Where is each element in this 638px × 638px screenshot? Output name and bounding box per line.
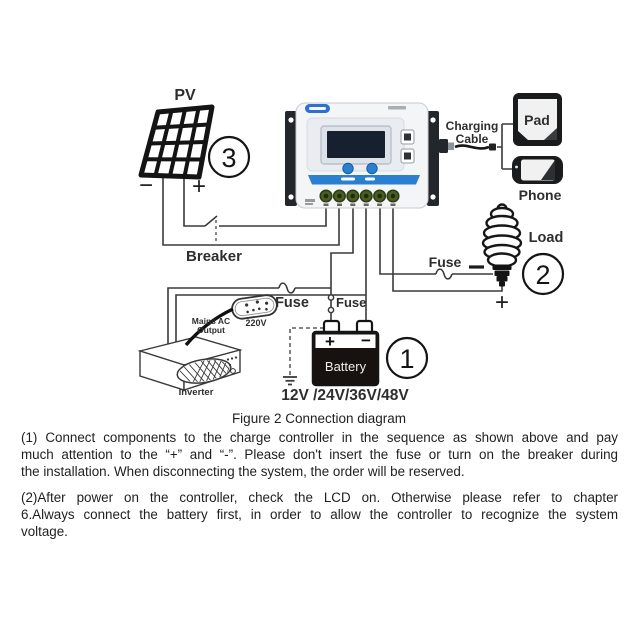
fuse-inverter-label: Fuse xyxy=(275,295,309,311)
inverter-icon xyxy=(137,336,243,391)
mains-ac-label-2: Output xyxy=(197,325,225,335)
fuse-icon-inverter xyxy=(278,282,296,294)
model-text xyxy=(388,106,406,110)
charge-controller-icon xyxy=(285,102,454,209)
paragraph-2-line: 6.Always connect the battery first, in o… xyxy=(21,507,618,523)
figure-caption: Figure 2 Connection diagram xyxy=(231,411,407,426)
step-circles xyxy=(207,135,565,380)
cfl-bulb-icon xyxy=(481,203,523,287)
wire-inverter-2 xyxy=(175,294,366,343)
charging-cable-label-1: Charging xyxy=(446,119,499,133)
ground-icon xyxy=(283,376,297,386)
step-number-load: 2 xyxy=(535,260,550,290)
solar-panel-icon xyxy=(138,104,215,180)
lcd-screen xyxy=(327,131,385,158)
wire-load-positive xyxy=(392,208,503,292)
terminal-block xyxy=(305,189,400,206)
load-plus-sign: + xyxy=(495,289,509,316)
paragraph-1-line: (1) Connect components to the charge con… xyxy=(21,430,618,445)
paragraph-2-line: voltage. xyxy=(21,524,68,540)
pv-plus-sign: + xyxy=(192,173,206,200)
fuse-battery-label: Fuse xyxy=(336,295,366,310)
breaker-label: Breaker xyxy=(186,248,242,265)
step-number-pv: 3 xyxy=(221,143,236,173)
mains-voltage-label: 220V xyxy=(245,318,266,328)
paragraph-1-line: the installation. When disconnecting the… xyxy=(21,464,465,480)
blue-band xyxy=(308,175,420,185)
ac-socket-icon xyxy=(231,294,278,320)
pad-label: Pad xyxy=(524,112,550,128)
battery-icon xyxy=(311,319,380,387)
phone-label: Phone xyxy=(519,187,562,203)
paragraph-1: (1) Connect components to the charge con… xyxy=(21,429,618,481)
wire-pv-negative xyxy=(162,177,340,246)
fuse-symbols xyxy=(278,268,453,314)
wire-pv-positive xyxy=(183,177,205,227)
connection-diagram: PV − + 3 Breaker Charging Cable Pad Phon… xyxy=(137,87,565,404)
inverter-label: Inverter xyxy=(179,387,214,398)
charging-cable-label-2: Cable xyxy=(456,132,489,146)
wire-breaker-to-controller xyxy=(219,208,327,227)
mount-bracket-left xyxy=(285,111,297,206)
fuse-icon-load xyxy=(435,268,453,280)
pv-label: PV xyxy=(174,87,196,104)
breaker-blade xyxy=(204,215,218,227)
battery-voltages-label: 12V /24V/36V/48V xyxy=(281,387,409,404)
usb-ports xyxy=(400,129,415,164)
wire-inverter-1 xyxy=(167,287,331,345)
battery-minus-sign: − xyxy=(361,331,371,350)
step-circle-load xyxy=(521,252,565,296)
fuse-icon-battery xyxy=(327,294,335,314)
ac-cable xyxy=(184,307,234,347)
usb-plug-icon xyxy=(439,139,448,153)
load-label: Load xyxy=(529,230,564,246)
mains-ac-label-1: Mains AC xyxy=(192,316,230,326)
paragraph-1-line: much attention to the “+” and “-”. Pleas… xyxy=(21,447,618,463)
controller-button-right xyxy=(366,162,378,175)
step-circle-pv xyxy=(207,135,251,179)
step-circle-battery xyxy=(385,336,429,380)
mount-bracket-right xyxy=(427,111,439,206)
phone-icon xyxy=(512,156,563,184)
tablet-icon xyxy=(513,93,562,146)
pv-minus-sign: − xyxy=(139,172,153,199)
paragraph-2-line: (2)After power on the controller, check … xyxy=(21,490,618,505)
fuse-load-label: Fuse xyxy=(429,254,462,270)
cable-bracket xyxy=(497,123,514,170)
ground-dashed-wire xyxy=(289,327,324,375)
battery-plus-sign: + xyxy=(325,332,335,351)
battery-label: Battery xyxy=(325,359,367,374)
step-number-battery: 1 xyxy=(399,344,414,374)
wire-load-negative xyxy=(379,208,493,275)
paragraph-2: (2)After power on the controller, check … xyxy=(21,489,618,541)
controller-button-left xyxy=(342,162,354,175)
usb-cable-icon xyxy=(454,143,496,151)
